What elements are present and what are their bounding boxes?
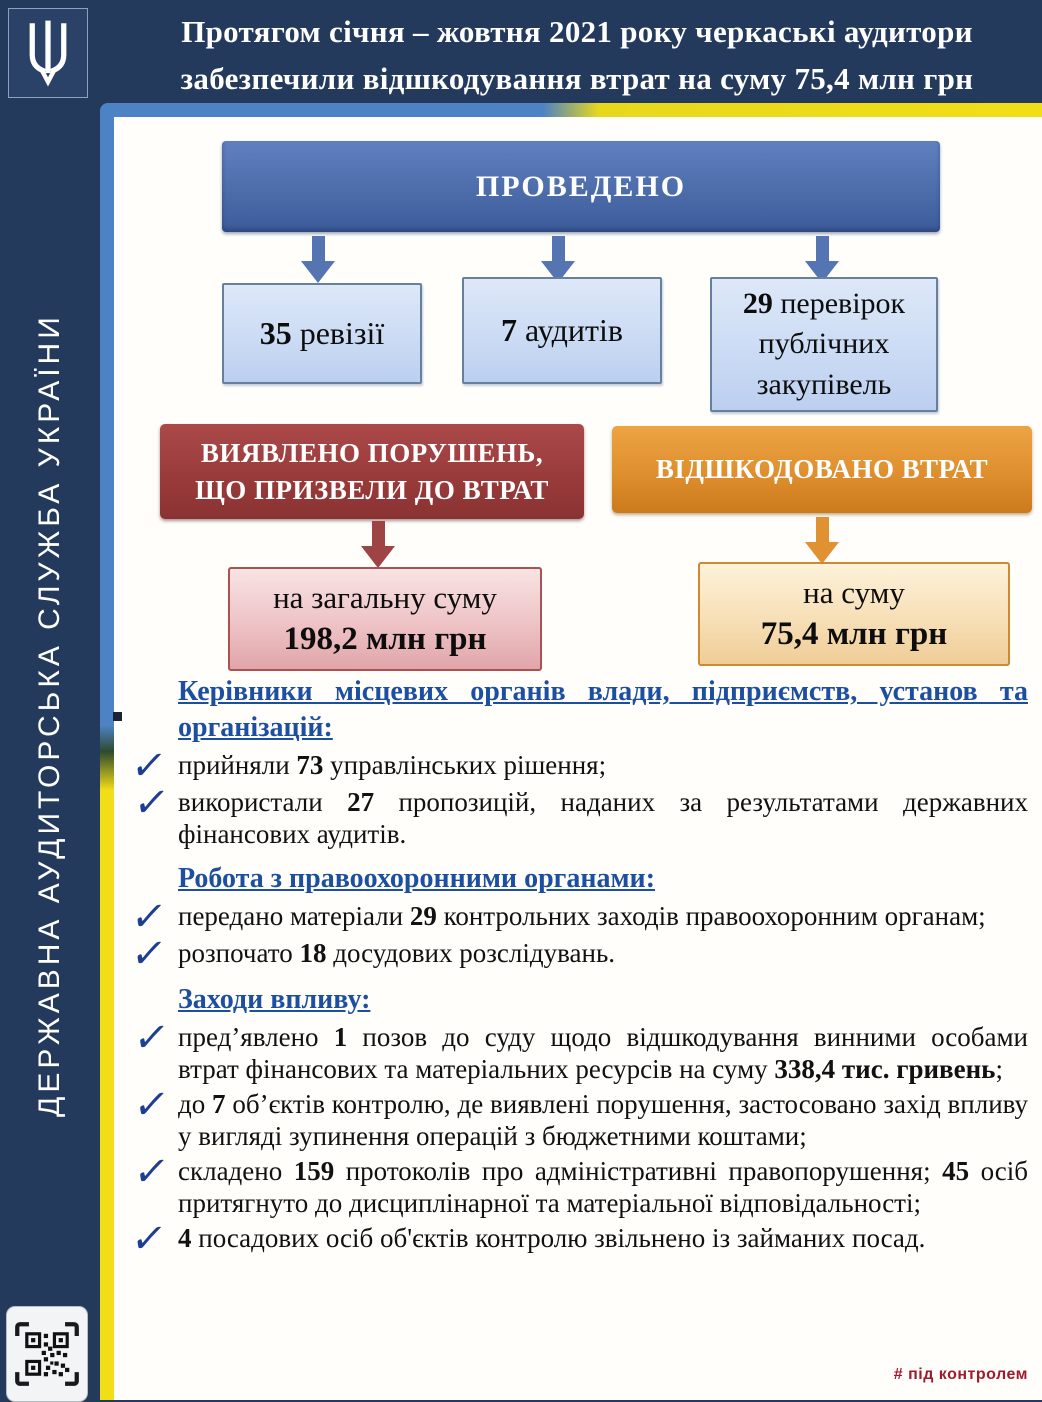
sidebar-org-name: ДЕРЖАВНА АУДИТОРСЬКА СЛУЖБА УКРАЇНИ <box>33 313 66 1117</box>
check-icon: ✓ <box>127 931 170 977</box>
bullet-text: прийняли 73 управлінських рішення; <box>178 750 607 780</box>
section-heading-law-enforcement: Робота з правоохоронними органами: <box>178 863 656 894</box>
card-border-top <box>100 103 1042 117</box>
bullet-text: до 7 об’єктів контролю, де виявлені пору… <box>178 1089 1028 1151</box>
bullet-text: 4 посадових осіб об'єктів контролю звіль… <box>178 1223 926 1253</box>
qr-code <box>6 1306 88 1402</box>
check-icon: ✓ <box>130 1082 173 1128</box>
audits-box: 7 аудитів <box>462 277 662 384</box>
trident-logo-box <box>8 8 88 98</box>
revisions-text: 35 ревізії <box>259 314 385 351</box>
bullet-text: передано матеріали 29 контрольних заході… <box>178 901 986 931</box>
list-item: ✓ передано матеріали 29 контрольних захо… <box>127 894 1028 940</box>
bullet-text: складено 159 протоколів про адміністрати… <box>178 1156 1028 1218</box>
page-title-line1: Протягом січня – жовтня 2021 року черкас… <box>181 14 973 49</box>
qr-code-icon <box>15 1322 79 1386</box>
revisions-box: 35 ревізії <box>222 283 422 384</box>
list-item: ✓ пред’явлено 1 позов до суду щодо відшк… <box>131 1015 1029 1085</box>
sidebar: ДЕРЖАВНА АУДИТОРСЬКА СЛУЖБА УКРАЇНИ <box>0 0 100 1402</box>
procurement-checks-text: 29 перевірок публічних закупівель <box>742 286 906 401</box>
bullet-text: розпочато 18 досудових розслідувань. <box>178 938 616 968</box>
check-icon: ✓ <box>130 1015 173 1061</box>
hashtag-label: # під контролем <box>893 1366 1028 1383</box>
check-icon: ✓ <box>127 743 170 789</box>
stray-mark <box>113 712 122 721</box>
reimbursed-amount-label: на суму <box>803 575 905 610</box>
violations-header-box: ВИЯВЛЕНО ПОРУШЕНЬ, ЩО ПРИЗВЕЛИ ДО ВТРАТ <box>160 424 584 519</box>
arrow-down-icon <box>805 517 839 564</box>
results-sections: Керівники місцевих органів влади, підпри… <box>127 674 1029 1262</box>
violations-line1: ВИЯВЛЕНО ПОРУШЕНЬ, <box>200 437 544 468</box>
section-heading-measures: Заходи впливу: <box>178 984 371 1015</box>
violations-amount-box: на загальну суму 198,2 млн грн <box>228 567 542 671</box>
list-item: ✓ розпочато 18 досудових розслідувань. <box>127 931 1028 977</box>
list-item: ✓ прийняли 73 управлінських рішення; <box>127 743 1028 789</box>
reimbursed-amount-value: 75,4 млн грн <box>760 616 948 652</box>
list-item: ✓ 4 посадових осіб об'єктів контролю зві… <box>127 1216 1028 1262</box>
violations-line2: ЩО ПРИЗВЕЛИ ДО ВТРАТ <box>195 474 549 505</box>
check-icon: ✓ <box>130 1149 173 1195</box>
reimbursed-amount-box: на суму 75,4 млн грн <box>698 562 1010 666</box>
arrow-down-icon <box>541 236 575 283</box>
card-border-left <box>100 103 114 1400</box>
violations-amount-value: 198,2 млн грн <box>283 621 487 657</box>
check-icon: ✓ <box>127 894 170 940</box>
bullet-text: використали 27 пропозицій, наданих за ре… <box>178 787 1028 849</box>
page-title-line2: забезпечили відшкодування втрат на суму … <box>180 61 974 96</box>
check-icon: ✓ <box>130 780 173 826</box>
arrow-down-icon <box>361 521 395 568</box>
conducted-header-box: ПРОВЕДЕНО <box>222 141 940 232</box>
check-icon: ✓ <box>127 1216 170 1262</box>
list-item: ✓ до 7 об’єктів контролю, де виявлені по… <box>131 1082 1028 1152</box>
procurement-checks-box: 29 перевірок публічних закупівель <box>710 277 938 412</box>
page-title: Протягом січня – жовтня 2021 року черкас… <box>120 8 1034 102</box>
list-item: ✓ використали 27 пропозицій, наданих за … <box>131 780 1028 850</box>
violations-amount-label: на загальну суму <box>273 580 497 615</box>
audits-text: 7 аудитів <box>501 311 623 348</box>
arrow-down-icon <box>805 236 839 283</box>
arrow-down-icon <box>301 236 335 283</box>
trident-icon <box>29 20 67 87</box>
reimbursed-header-box: ВІДШКОДОВАНО ВТРАТ <box>612 426 1032 513</box>
bullet-text: пред’явлено 1 позов до суду щодо відшкод… <box>178 1022 1029 1084</box>
section-heading-managers: Керівники місцевих органів влади, підпри… <box>178 676 1028 743</box>
list-item: ✓ складено 159 протоколів про адміністра… <box>131 1149 1028 1219</box>
